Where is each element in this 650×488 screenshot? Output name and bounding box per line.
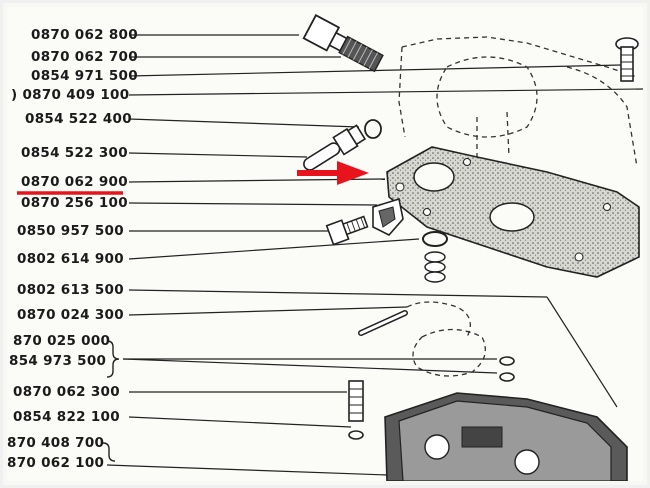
part-number-label: 0870 062 700 — [31, 49, 138, 65]
highlight-marker — [17, 161, 369, 195]
screw-icon — [615, 37, 639, 82]
clip-icon — [372, 197, 404, 236]
part-number-label: 0870 062 800 — [31, 27, 138, 43]
leader-lines — [106, 34, 643, 476]
exploded-parts-diagram: 0870 062 800 0870 062 700 0854 971 500 )… — [7, 7, 643, 481]
part-number-label: 0850 957 500 — [17, 223, 124, 239]
washer-spring-icon — [422, 231, 448, 283]
part-number-label: 0854 522 400 — [25, 111, 132, 127]
part-number-label: 854 973 500 — [9, 353, 107, 369]
small-washers-icon — [499, 356, 515, 382]
inlet-fitting-icon — [303, 119, 382, 171]
part-number-label: 0870 024 300 — [17, 307, 124, 323]
part-number-label: 870 062 100 — [7, 455, 105, 471]
part-number-label: 870 408 700 — [7, 435, 105, 451]
part-number-label: 0870 256 100 — [21, 195, 128, 211]
float-icon — [406, 301, 486, 377]
bolt-icon — [325, 215, 369, 246]
jet-assembly-icon — [302, 14, 384, 73]
part-number-label: 0802 613 500 — [17, 282, 124, 298]
carburetor-drawing — [17, 14, 643, 481]
part-number-label: 870 025 000 — [13, 333, 111, 349]
part-number-label: 0854 822 100 — [13, 409, 120, 425]
part-number-label: 0854 522 300 — [21, 145, 128, 161]
part-number-label: 0802 614 900 — [17, 251, 124, 267]
needle-valve-icon — [348, 380, 364, 440]
part-number-label: ) 0870 409 100 — [11, 87, 130, 103]
pin-icon — [358, 310, 408, 336]
carb-bowl-icon — [384, 392, 628, 481]
gasket-icon — [386, 146, 640, 278]
carb-top-body — [398, 36, 638, 168]
group-brackets — [102, 340, 120, 462]
part-number-label-highlighted: 0870 062 900 — [21, 174, 128, 190]
part-number-label: 0870 062 300 — [13, 384, 120, 400]
part-number-label: 0854 971 500 — [31, 68, 138, 84]
